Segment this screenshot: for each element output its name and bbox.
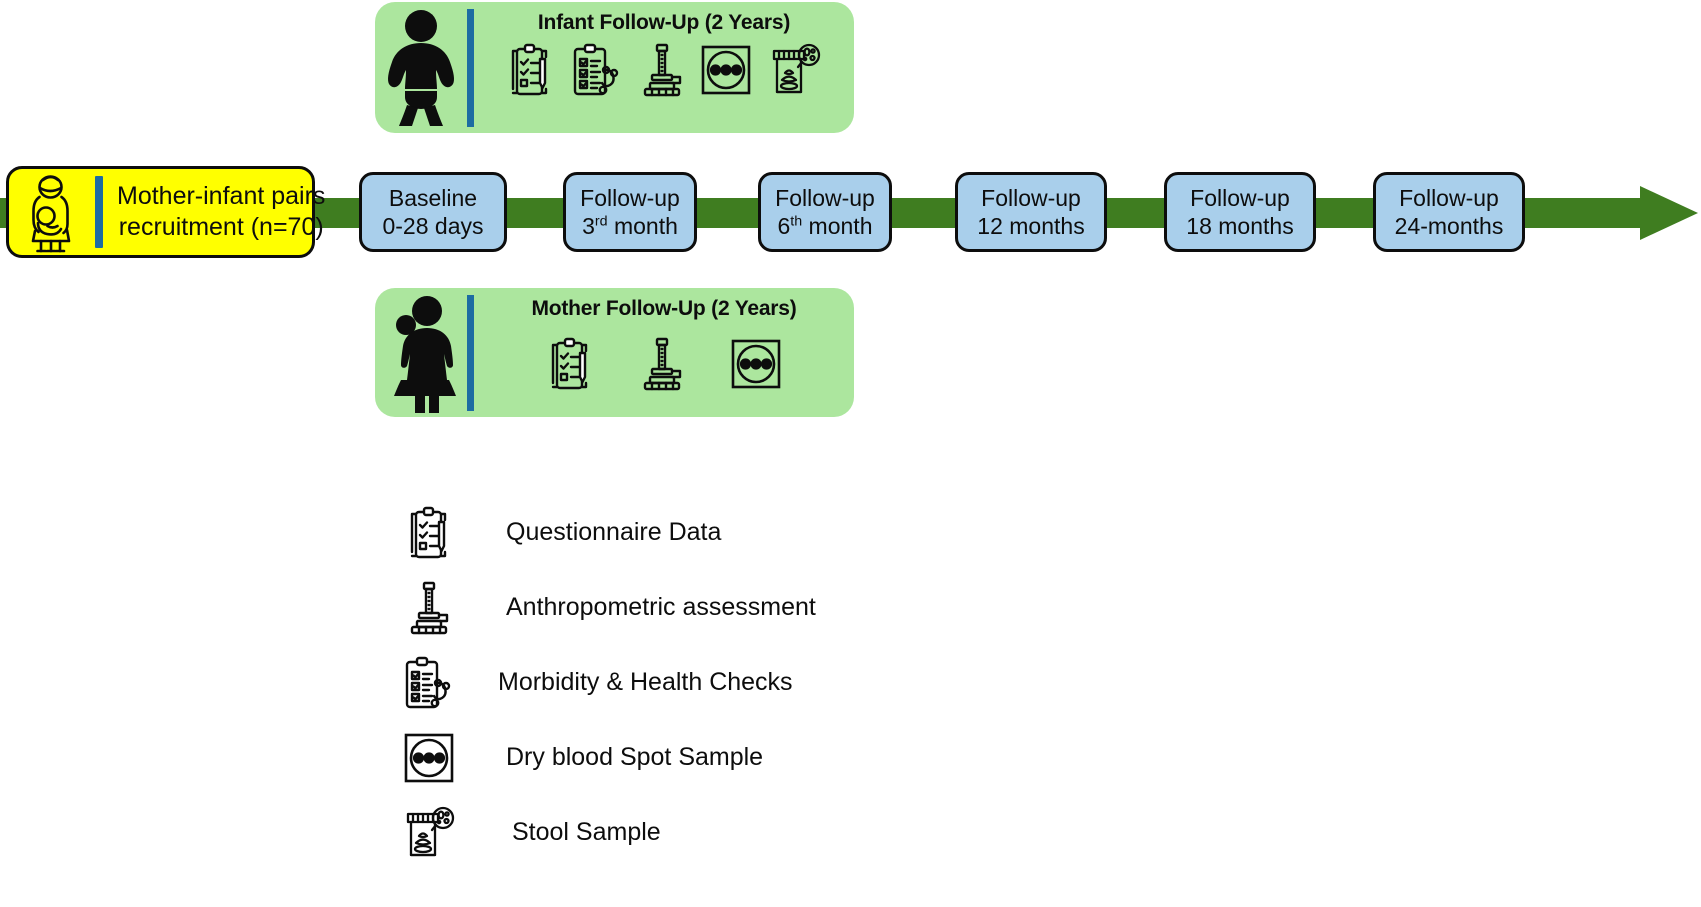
legend-label: Questionnaire Data bbox=[506, 518, 722, 546]
dry-blood-spot-icon bbox=[398, 732, 460, 784]
recruitment-label: Mother-infant pairs recruitment (n=70) bbox=[117, 181, 325, 244]
infant-panel-title: Infant Follow-Up (2 Years) bbox=[537, 11, 791, 34]
legend-label: Stool Sample bbox=[512, 818, 661, 846]
mother-figure-icon bbox=[375, 288, 467, 417]
timeline-node-month-6[interactable]: Follow-up 6th month bbox=[758, 172, 892, 252]
legend-label: Anthropometric assessment bbox=[506, 593, 816, 621]
questionnaire-icon bbox=[546, 337, 594, 391]
infant-followup-panel: Infant Follow-Up (2 Years) bbox=[375, 2, 854, 133]
node-line-1: Follow-up bbox=[1190, 184, 1290, 211]
morbidity-health-check-icon bbox=[570, 43, 624, 97]
recruitment-line-2: recruitment (n=70) bbox=[118, 213, 324, 241]
questionnaire-icon bbox=[398, 506, 460, 560]
node-line-1: Follow-up bbox=[981, 184, 1081, 211]
legend: Questionnaire Data Anthropometric assess… bbox=[398, 495, 816, 870]
legend-item-dry-blood-spot: Dry blood Spot Sample bbox=[398, 720, 816, 795]
mother-holding-baby-icon bbox=[13, 171, 89, 253]
node-line-2: 24-months bbox=[1394, 213, 1504, 239]
node-line-2: 18 months bbox=[1186, 213, 1294, 239]
mother-panel-title: Mother Follow-Up (2 Years) bbox=[531, 297, 797, 320]
infant-panel-divider bbox=[467, 8, 474, 127]
anthropometric-icon bbox=[640, 43, 684, 97]
legend-item-morbidity: Morbidity & Health Checks bbox=[398, 645, 816, 720]
node-line-2: 3rd month bbox=[582, 213, 678, 239]
node-line-2: 0-28 days bbox=[382, 213, 484, 239]
recruitment-line-1: Mother-infant pairs bbox=[117, 181, 326, 210]
legend-label: Morbidity & Health Checks bbox=[498, 668, 793, 696]
node-line-1: Baseline bbox=[388, 184, 478, 211]
legend-item-anthropometric: Anthropometric assessment bbox=[398, 570, 816, 645]
recruitment-divider bbox=[95, 176, 103, 248]
legend-label: Dry blood Spot Sample bbox=[506, 743, 764, 771]
stool-sample-icon bbox=[768, 43, 822, 97]
legend-item-stool-sample: Stool Sample bbox=[398, 795, 816, 870]
mother-followup-panel: Mother Follow-Up (2 Years) bbox=[375, 288, 854, 417]
anthropometric-icon bbox=[640, 337, 684, 391]
node-line-2: 6th month bbox=[777, 213, 873, 239]
recruitment-node: Mother-infant pairs recruitment (n=70) bbox=[6, 166, 325, 258]
timeline-node-month-3[interactable]: Follow-up 3rd month bbox=[563, 172, 697, 252]
node-line-2: 12 months bbox=[977, 213, 1085, 239]
node-line-1: Follow-up bbox=[1399, 184, 1499, 211]
node-line-1: Follow-up bbox=[580, 184, 680, 211]
timeline-node-baseline[interactable]: Baseline 0-28 days bbox=[359, 172, 507, 252]
timeline-node-month-24[interactable]: Follow-up 24-months bbox=[1373, 172, 1525, 252]
mother-panel-divider bbox=[467, 294, 474, 411]
dry-blood-spot-icon bbox=[730, 338, 782, 390]
morbidity-health-check-icon bbox=[398, 656, 460, 710]
legend-item-questionnaire: Questionnaire Data bbox=[398, 495, 816, 570]
mother-panel-icon-row bbox=[546, 337, 782, 391]
timeline-node-month-18[interactable]: Follow-up 18 months bbox=[1164, 172, 1316, 252]
timeline-arrow-head bbox=[1640, 186, 1698, 240]
infant-figure-icon bbox=[375, 2, 467, 133]
infant-panel-icon-row bbox=[506, 43, 822, 97]
stool-sample-icon bbox=[398, 806, 460, 860]
node-line-1: Follow-up bbox=[775, 184, 875, 211]
anthropometric-icon bbox=[398, 581, 460, 635]
questionnaire-icon bbox=[506, 43, 554, 97]
dry-blood-spot-icon bbox=[700, 44, 752, 96]
timeline-node-month-12[interactable]: Follow-up 12 months bbox=[955, 172, 1107, 252]
